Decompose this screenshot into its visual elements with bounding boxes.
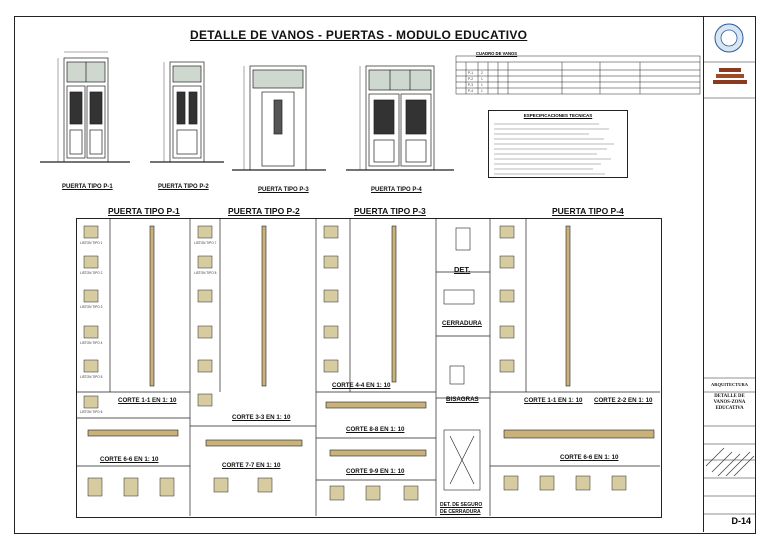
drawing-frame	[14, 16, 756, 534]
specs-box: ESPECIFICACIONES TECNICAS	[488, 110, 628, 178]
elevation-label-p4: PUERTA TIPO P-4	[371, 187, 422, 193]
vanos-row-qty-1: 2	[481, 71, 483, 75]
elevation-label-p1: PUERTA TIPO P-1	[62, 184, 113, 190]
detail-panel	[76, 218, 662, 518]
elevation-label-p3: PUERTA TIPO P-3	[258, 187, 309, 193]
title-block-sheet-title-1: DETALLE DE	[714, 394, 745, 399]
label-corte-9-9: CORTE 9-9 EN 1: 10	[346, 468, 405, 475]
liston-label: LISTON TIPO 7	[194, 241, 217, 245]
liston-label: LISTON TIPO 4	[80, 341, 103, 345]
heading-p2: PUERTA TIPO P-2	[228, 206, 300, 216]
title-block-graphics	[704, 23, 755, 515]
vanos-row-code-2: P-2	[468, 77, 473, 81]
title-block-discipline: ARQUITECTURA	[710, 382, 748, 387]
label-corte-6-6-a: CORTE 6-6 EN 1: 10	[100, 456, 159, 463]
liston-label: LISTON TIPO 3	[80, 305, 103, 309]
vanos-row-qty-3: 1	[481, 83, 483, 87]
vanos-row-qty-4: 1	[481, 89, 483, 93]
specs-title: ESPECIFICACIONES TECNICAS	[523, 113, 593, 118]
label-det-seguro-1: DET. DE SEGURO	[440, 502, 483, 508]
title-block-sheet-title-2: VANOS-ZONA	[713, 400, 746, 405]
liston-label: LISTON TIPO 1	[80, 241, 103, 245]
title-block: ARQUITECTURA DETALLE DE VANOS-ZONA EDUCA…	[703, 16, 755, 532]
label-corte-1-1-b: CORTE 1-1 EN 1: 10	[524, 397, 583, 404]
title-block-sheet-title-3: EDUCATIVA	[715, 406, 744, 411]
heading-p1: PUERTA TIPO P-1	[108, 206, 180, 216]
label-cerradura: CERRADURA	[442, 320, 482, 327]
label-det-seguro-2: DE CERRADURA	[440, 509, 481, 515]
vanos-row-code-4: P-4	[468, 89, 473, 93]
liston-label: LISTON TIPO 2	[80, 271, 103, 275]
sheet-main-title: DETALLE DE VANOS - PUERTAS - MODULO EDUC…	[190, 28, 528, 42]
liston-label: LISTON TIPO 5	[80, 375, 103, 379]
heading-p4: PUERTA TIPO P-4	[552, 206, 624, 216]
sheet-code: D-14	[731, 516, 751, 526]
label-corte-4-4: CORTE 4-4 EN 1: 10	[332, 382, 391, 389]
label-corte-2-2: CORTE 2-2 EN 1: 10	[594, 397, 653, 404]
liston-label: LISTON TIPO 8	[194, 271, 217, 275]
liston-label: LISTON TIPO 6	[80, 410, 103, 414]
label-corte-3-3: CORTE 3-3 EN 1: 10	[232, 414, 291, 421]
label-corte-6-6-b: CORTE 6-6 EN 1: 10	[560, 454, 619, 461]
specs-text-lines	[494, 123, 614, 175]
vanos-row-code-1: P-1	[468, 71, 473, 75]
label-corte-8-8: CORTE 8-8 EN 1: 10	[346, 426, 405, 433]
label-corte-7-7: CORTE 7-7 EN 1: 10	[222, 462, 281, 469]
vanos-row-qty-2: 1	[481, 77, 483, 81]
vanos-row-code-3: P-3	[468, 83, 473, 87]
label-bisagras: BISAGRAS	[446, 396, 479, 403]
label-corte-1-1-a: CORTE 1-1 EN 1: 10	[118, 397, 177, 404]
vanos-table-title: CUADRO DE VANOS	[476, 51, 518, 56]
elevation-label-p2: PUERTA TIPO P-2	[158, 184, 209, 190]
heading-p3: PUERTA TIPO P-3	[354, 206, 426, 216]
label-det: DET.	[454, 265, 471, 274]
